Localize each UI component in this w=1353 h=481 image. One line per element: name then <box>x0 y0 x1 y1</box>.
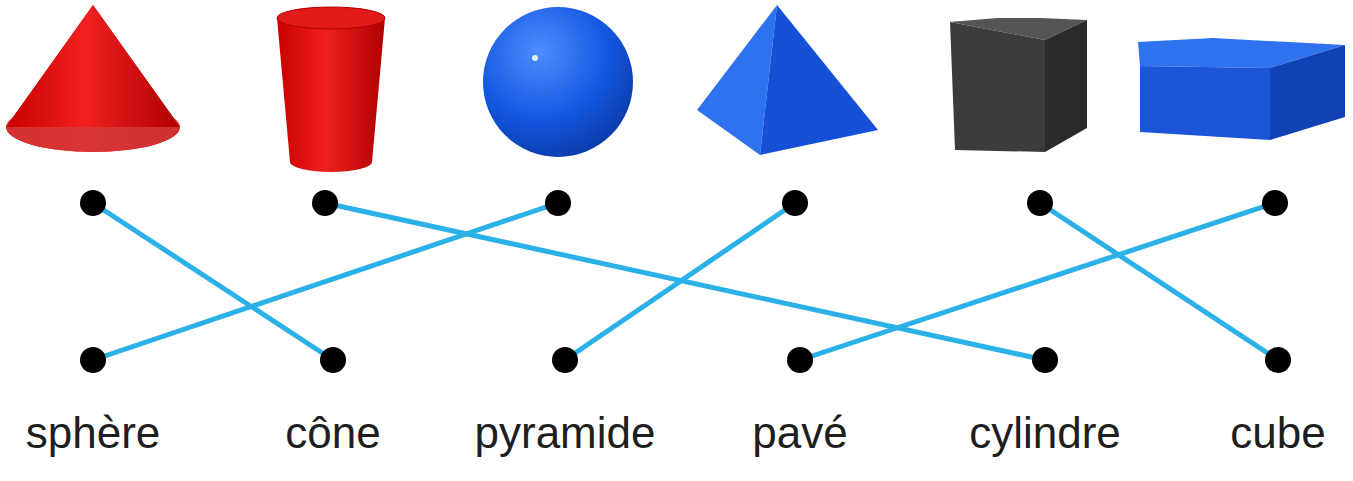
connection-dot <box>1032 347 1058 373</box>
sphere-figure <box>483 7 633 157</box>
matching-line <box>325 203 1045 360</box>
matching-line <box>800 203 1275 360</box>
connection-dot <box>545 190 571 216</box>
shape-picture <box>1185 0 1353 203</box>
connection-dot <box>782 190 808 216</box>
cone-figure <box>6 5 180 152</box>
connection-dot <box>320 347 346 373</box>
matching-line <box>93 203 333 360</box>
connection-dot <box>1262 190 1288 216</box>
shape-name-text: cône <box>283 408 383 459</box>
shape-name-text: pyramide <box>473 408 658 459</box>
shape-name: cube <box>1228 360 1328 459</box>
matching-line <box>565 203 795 360</box>
connection-dot <box>80 347 106 373</box>
connection-dot <box>552 347 578 373</box>
shape-name-text: pavé <box>750 408 850 459</box>
shape-name: sphère <box>24 360 163 459</box>
matching-line <box>1040 203 1278 360</box>
pyramid-figure <box>697 5 878 155</box>
connection-dot <box>312 190 338 216</box>
shape-name: cylindre <box>967 360 1123 459</box>
matching-line <box>93 203 558 360</box>
cuboid-figure <box>1138 38 1345 140</box>
connection-dot <box>80 190 106 216</box>
shape-picture <box>3 0 183 203</box>
shape-picture <box>468 0 648 203</box>
shape-name: cône <box>283 360 383 459</box>
shape-name-text: sphère <box>24 408 163 459</box>
shape-name-text: cube <box>1228 408 1328 459</box>
connection-dot <box>1265 347 1291 373</box>
shape-name-text: cylindre <box>967 408 1123 459</box>
cube-figure <box>950 18 1087 152</box>
connection-dot <box>1027 190 1053 216</box>
connection-dot <box>787 347 813 373</box>
shape-picture <box>950 0 1130 203</box>
shape-name: pavé <box>750 360 850 459</box>
cylinder-figure <box>277 7 385 172</box>
shape-picture <box>235 0 415 203</box>
shape-name: pyramide <box>473 360 658 459</box>
shape-picture <box>705 0 885 203</box>
